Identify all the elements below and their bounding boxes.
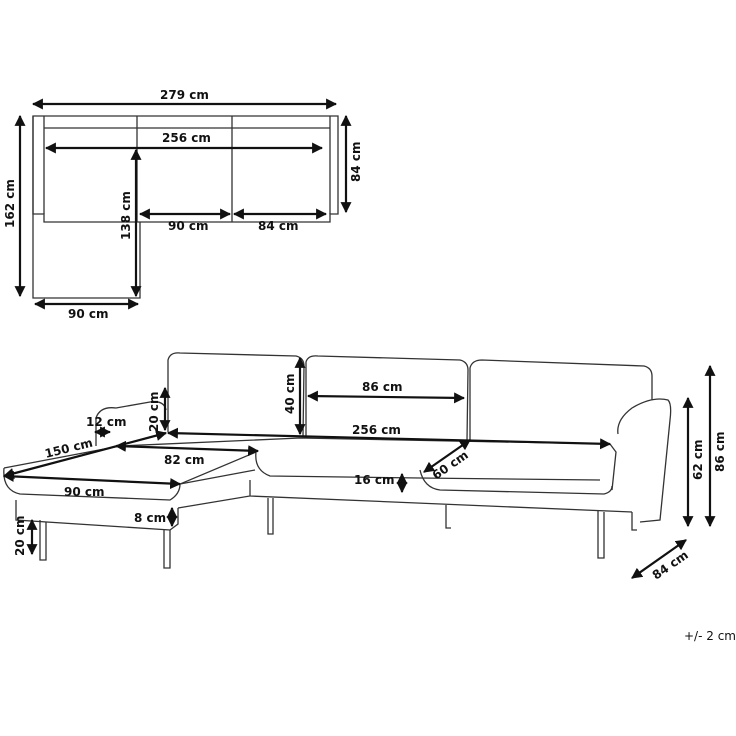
label-chaise-seat-depth: 138 cm (119, 191, 133, 240)
label-total-depth: 84 cm (650, 548, 691, 583)
label-chaise-length: 150 cm (43, 436, 94, 461)
label-arm-height: 62 cm (691, 440, 705, 481)
label-chaise-front-width: 90 cm (64, 485, 105, 499)
label-base-height: 8 cm (134, 511, 166, 525)
label-middle-seat-width: 90 cm (168, 219, 209, 233)
label-total-depth: 162 cm (3, 179, 17, 228)
label-right-seat-width: 84 cm (258, 219, 299, 233)
label-total-height: 86 cm (713, 432, 727, 473)
label-depth: 84 cm (349, 142, 363, 183)
label-seat-width: 256 cm (352, 423, 401, 437)
label-cushion-thickness: 16 cm (354, 473, 395, 487)
label-back-cushion-height: 40 cm (283, 374, 297, 415)
label-leg-height: 20 cm (13, 516, 27, 557)
label-armrest-width: 12 cm (86, 415, 127, 429)
label-total-width: 279 cm (160, 88, 209, 102)
top-view-dimensions: 279 cm 256 cm 84 cm 162 cm 138 cm 90 cm … (3, 88, 363, 321)
perspective-dimensions: 20 cm 40 cm 86 cm 12 cm 150 cm 256 cm 82… (2, 356, 727, 583)
label-back-cushion-width: 86 cm (362, 380, 403, 394)
label-chaise-seat-width: 82 cm (164, 453, 205, 467)
tolerance-note: +/- 2 cm (684, 629, 736, 643)
label-back-height-chaise: 20 cm (147, 392, 161, 433)
label-seat-width: 256 cm (162, 131, 211, 145)
label-chaise-width: 90 cm (68, 307, 109, 321)
perspective-sofa-outline (3, 352, 672, 569)
